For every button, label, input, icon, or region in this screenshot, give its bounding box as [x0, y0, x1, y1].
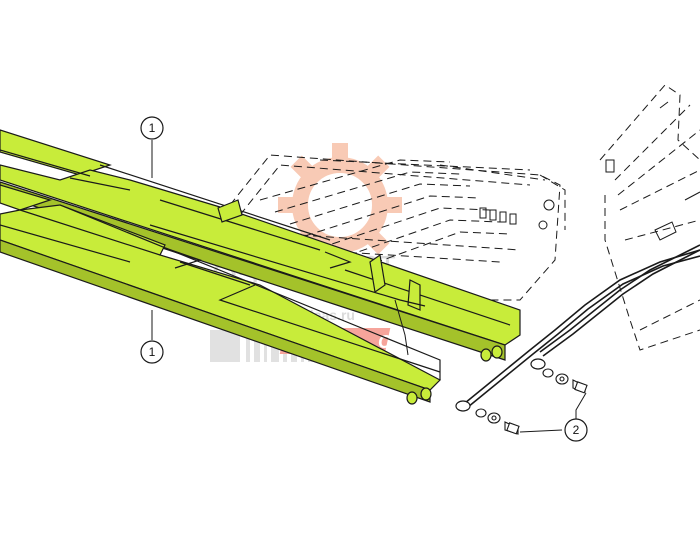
cover-plate-lower	[0, 184, 441, 405]
phantom-frame-slots	[605, 101, 700, 241]
cable-eyelets	[455, 358, 546, 412]
cover-plate-upper	[0, 129, 521, 362]
callout-2: 2	[564, 418, 588, 442]
callout-1-top: 1	[140, 116, 164, 140]
callout-2-label: 2	[573, 423, 580, 437]
callout-1-bottom: 1	[140, 340, 164, 364]
watermark-brand-logo: CLAAS	[378, 332, 440, 352]
phantom-slots	[479, 199, 555, 230]
cables	[394, 244, 700, 408]
phantom-side-frame	[599, 84, 700, 351]
callout-1-top-label: 1	[149, 121, 156, 135]
callout-leaders	[151, 140, 587, 433]
fasteners	[475, 368, 588, 435]
callout-1-bottom-label: 1	[149, 345, 156, 359]
phantom-conveyor-tray	[229, 154, 566, 301]
